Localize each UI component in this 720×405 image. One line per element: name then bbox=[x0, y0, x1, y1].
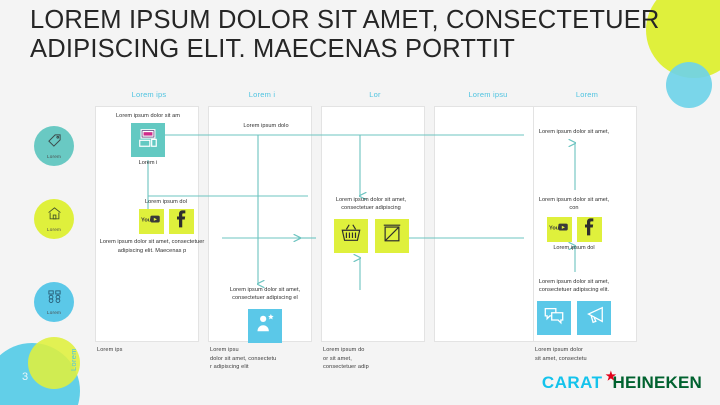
youtube-icon-tile-2[interactable]: You bbox=[546, 216, 572, 242]
column-header-2: Lor bbox=[369, 90, 381, 99]
svg-text:You: You bbox=[141, 218, 152, 224]
shelf-display-icon bbox=[381, 222, 403, 249]
column-footer-2: Lorem ipsum do or sit amet, consectetuer… bbox=[323, 347, 369, 371]
column-footer-row: Lorem ips Lorem ipsu dolor sit amet, con… bbox=[95, 346, 655, 386]
shelf-display-icon-tile[interactable] bbox=[374, 218, 409, 253]
node-c5-mid-caption-under: Lorem ipsum dol bbox=[553, 244, 595, 251]
chat-bubbles-icon-tile[interactable] bbox=[537, 300, 571, 335]
column-header-1: Lorem i bbox=[248, 90, 276, 99]
node-c1-top-caption-under: Lorem i bbox=[138, 160, 158, 167]
decorative-circle-bottom-left-yellow bbox=[28, 337, 80, 389]
column-header-row: Lorem ips Lorem i Lor Lorem ipsu Lorem bbox=[95, 90, 641, 104]
node-c2-bottom-caption: Lorem ipsum dolor sit amet, consectetuer… bbox=[229, 287, 301, 302]
node-c3-mid[interactable]: Lorem ipsum dolor sit amet, consectetuer… bbox=[312, 196, 430, 253]
slide-title: LOREM IPSUM DOLOR SIT AMET, CONSECTETUER… bbox=[30, 6, 660, 63]
heineken-star-icon: ★ bbox=[605, 369, 617, 383]
node-c5-bottom-caption: Lorem ipsum dolor sit amet, consectetuer… bbox=[538, 279, 610, 294]
binoculars-icon bbox=[47, 289, 62, 309]
home-icon bbox=[47, 206, 62, 226]
node-c5-mid[interactable]: Lorem ipsum dolor sit amet, con You bbox=[520, 196, 628, 251]
column-footer-4: Lorem ipsum dolor sit amet, consectetu bbox=[535, 347, 587, 362]
sidebar-item-0[interactable]: Lorem bbox=[34, 126, 74, 166]
node-c2-bottom[interactable]: Lorem ipsum dolor sit amet, consectetuer… bbox=[208, 286, 322, 343]
column-header-3: Lorem ipsu bbox=[468, 90, 508, 99]
sidebar-item-0-label: Lorem bbox=[46, 154, 62, 159]
youtube-icon: You bbox=[549, 220, 569, 239]
carat-logo: CARAT bbox=[541, 373, 603, 392]
logo-group: CARAT ★ HEINEKEN bbox=[541, 369, 702, 393]
sidebar-item-2-label: Lorem bbox=[46, 310, 62, 315]
node-c1-mid-caption: Lorem ipsum dol bbox=[144, 199, 188, 205]
node-c3-mid-caption: Lorem ipsum dolor sit amet, consectetuer… bbox=[335, 197, 407, 212]
sidebar-item-2[interactable]: Lorem bbox=[34, 282, 74, 322]
facebook-icon bbox=[579, 217, 599, 242]
node-c5-mid-caption: Lorem ipsum dolor sit amet, con bbox=[538, 197, 610, 212]
column-footer-0: Lorem ips bbox=[97, 347, 123, 353]
node-c1-mid-caption-under: Lorem ipsum dolor sit amet, consectetuer… bbox=[99, 239, 205, 254]
node-c2-top-caption: Lorem ipsum dolo bbox=[243, 123, 289, 129]
heineken-logo: ★ HEINEKEN bbox=[606, 369, 702, 393]
megaphone-icon bbox=[583, 304, 605, 331]
column-panel-1 bbox=[208, 106, 312, 342]
node-c5-bottom[interactable]: Lorem ipsum dolor sit amet, consectetuer… bbox=[518, 278, 630, 335]
chat-bubbles-icon bbox=[543, 304, 565, 331]
devices-icon bbox=[137, 127, 159, 154]
node-c1-mid[interactable]: Lorem ipsum dol You Lorem i bbox=[100, 198, 205, 255]
node-c5-top[interactable]: Lorem ipsum dolor sit amet, bbox=[520, 128, 628, 136]
megaphone-icon-tile[interactable] bbox=[577, 300, 611, 335]
column-footer-1: Lorem ipsu dolor sit amet, consectetu r … bbox=[210, 347, 277, 371]
sidebar-item-1[interactable]: Lorem bbox=[34, 199, 74, 239]
node-c5-top-caption: Lorem ipsum dolor sit amet, bbox=[538, 129, 610, 135]
heineken-logo-text: HEINEKEN bbox=[612, 373, 702, 392]
youtube-icon: You bbox=[141, 212, 161, 231]
tag-icon bbox=[47, 133, 62, 153]
decorative-circle-top-right-cyan bbox=[666, 62, 712, 108]
node-c1-top[interactable]: Lorem ipsum dolor sit am Lorem i bbox=[100, 112, 196, 166]
page-number: 3 bbox=[22, 371, 29, 383]
sidebar-item-1-label: Lorem bbox=[46, 227, 62, 232]
facebook-icon-tile[interactable] bbox=[168, 209, 194, 235]
facebook-icon-tile-2[interactable] bbox=[576, 216, 602, 242]
node-c1-top-caption: Lorem ipsum dolor sit am bbox=[116, 113, 180, 119]
svg-text:You: You bbox=[549, 225, 560, 231]
youtube-icon-tile[interactable]: You bbox=[138, 209, 164, 235]
facebook-icon bbox=[171, 209, 191, 234]
shopping-basket-icon bbox=[340, 222, 362, 249]
vertical-axis-label: Lorem bbox=[69, 348, 78, 371]
user-star-icon bbox=[254, 312, 276, 339]
column-header-4: Lorem bbox=[575, 90, 599, 99]
devices-icon-tile[interactable] bbox=[131, 123, 165, 158]
node-c2-top[interactable]: Lorem ipsum dolo bbox=[214, 122, 318, 130]
column-header-0: Lorem ips bbox=[131, 90, 167, 99]
user-star-icon-tile[interactable] bbox=[248, 308, 282, 343]
shopping-basket-icon-tile[interactable] bbox=[333, 218, 368, 253]
